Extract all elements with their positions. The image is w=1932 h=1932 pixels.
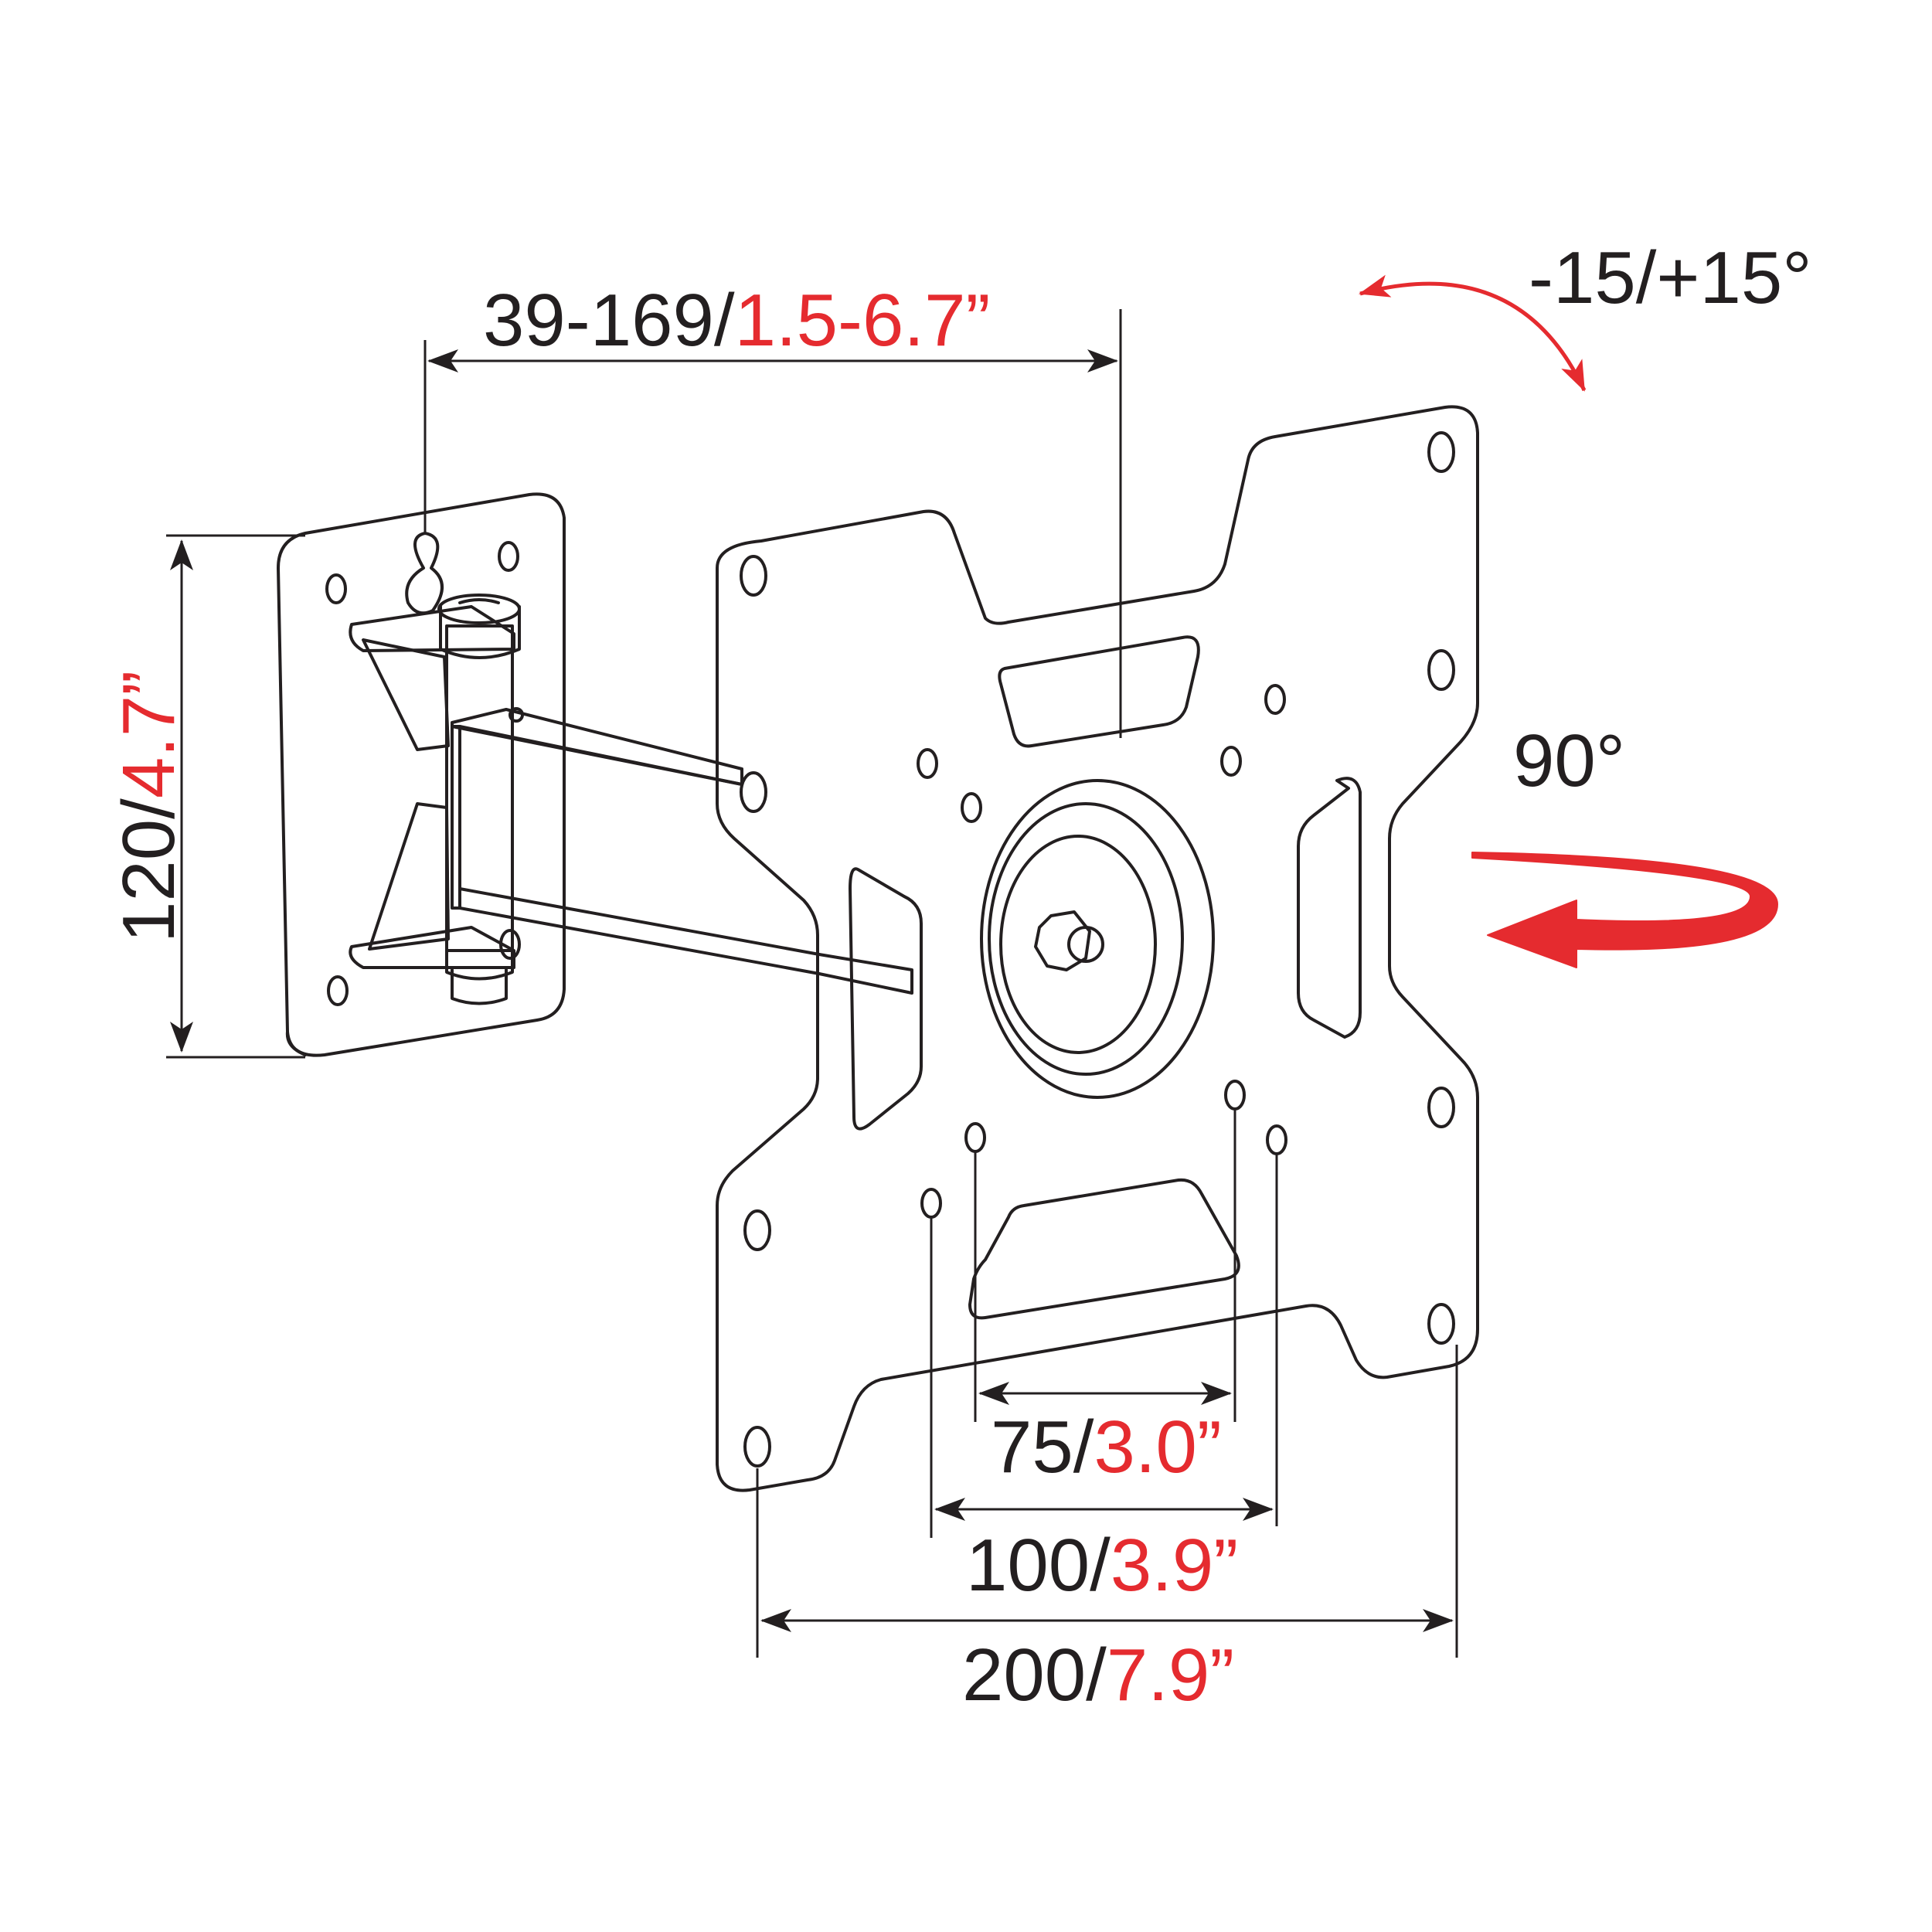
vesa-plate xyxy=(716,405,1479,1492)
vesa-100-dimension: 100/3.9” xyxy=(930,1154,1278,1607)
rotation-arrow-icon xyxy=(1471,852,1778,968)
rotation-label: 90° xyxy=(1513,719,1625,802)
tilt-label: -15/+15° xyxy=(1529,236,1812,319)
tilt-annotation: -15/+15° xyxy=(1359,236,1812,392)
keyhole-slot xyxy=(405,532,444,615)
arm-extension-dimension: 39-169/1.5-6.7” xyxy=(423,279,1122,738)
vesa-200-dimension: 200/7.9” xyxy=(756,1345,1458,1716)
wall-plate-height-dimension: 120/4.7” xyxy=(107,534,305,1059)
vesa-100-label: 100/3.9” xyxy=(966,1524,1238,1607)
pivot-post xyxy=(437,594,521,1005)
vesa-75-dimension: 75/3.0” xyxy=(974,1109,1236,1488)
wall-plate xyxy=(277,492,566,1057)
tilt-arrow-icon xyxy=(1359,274,1587,392)
vesa-200-label: 200/7.9” xyxy=(962,1634,1234,1716)
wall-plate-height-label: 120/4.7” xyxy=(107,671,190,943)
swing-arm xyxy=(451,707,913,995)
center-nut xyxy=(1034,910,1091,971)
arm-extension-label: 39-169/1.5-6.7” xyxy=(483,279,990,362)
vesa-75-label: 75/3.0” xyxy=(991,1406,1222,1488)
rotation-annotation: 90° xyxy=(1471,719,1778,968)
